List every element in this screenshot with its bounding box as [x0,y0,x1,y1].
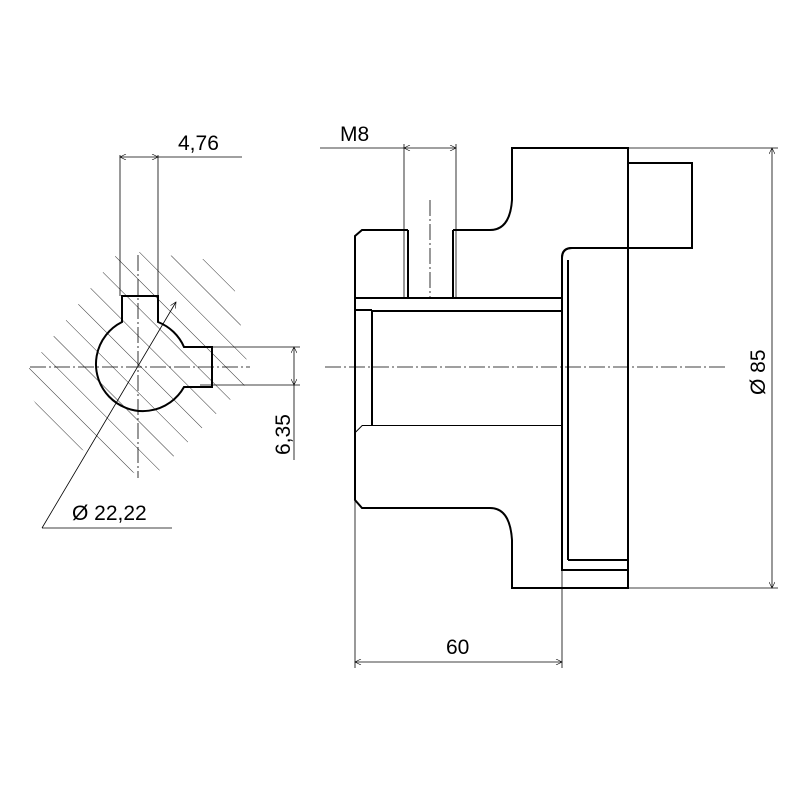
dim-key-depth: 6,35 [272,414,295,455]
bore-section-view: 4,76 6,35 Ø 22,22 [20,132,300,529]
dim-key-width: 4,76 [178,132,219,155]
hub-section-view: M8 60 Ø 85 [320,123,778,668]
dim-outer-diameter: Ø 85 [747,349,770,395]
dim-bore-diameter: Ø 22,22 [72,502,147,525]
hub-recess [561,247,629,571]
hub-lower-section [354,424,629,589]
hub-bore [355,298,562,432]
dim-length: 60 [446,636,469,659]
thread-hole [408,229,453,299]
dim-thread: M8 [340,123,369,146]
dim-leader-bore [41,302,177,529]
bore-hatch-area [20,250,250,480]
hub-upper-section [354,147,693,299]
bore-outline [94,295,213,413]
